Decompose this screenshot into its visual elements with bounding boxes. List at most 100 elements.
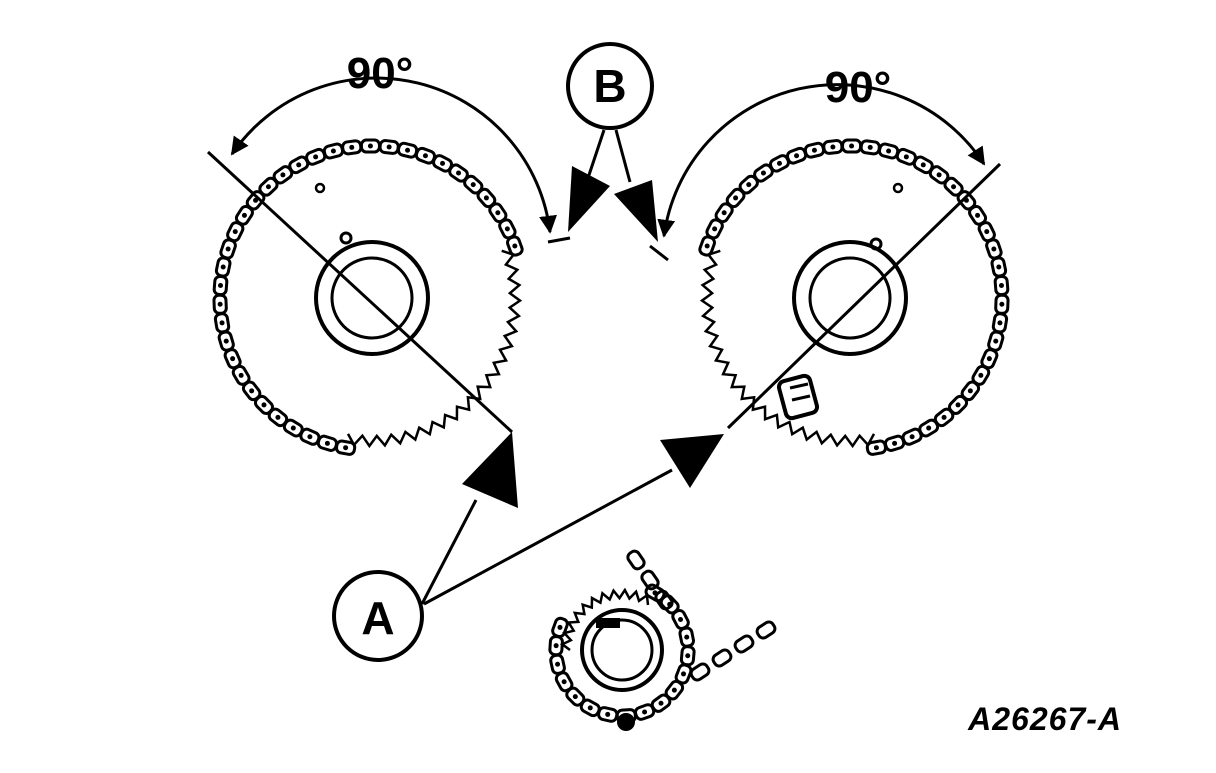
left-chain-mark xyxy=(314,182,326,194)
right-timing-dot xyxy=(869,237,883,251)
right-chain-link-pin xyxy=(849,143,855,149)
callout-a-arrowhead-right xyxy=(660,434,724,488)
right-chain-link-pin xyxy=(941,414,947,420)
right-chain-link-pin xyxy=(873,445,879,451)
left-chain-link-pin xyxy=(349,144,355,150)
right-chain-link-pin xyxy=(936,172,942,178)
left-chain-link-pin xyxy=(405,147,411,153)
left-chain-link-pin xyxy=(217,301,223,307)
right-chain-link-pin xyxy=(984,229,990,235)
right-chain-link-pin xyxy=(704,243,710,249)
right-chain-link-pin xyxy=(996,264,1002,270)
callout-b-leader-left xyxy=(586,129,606,179)
crank-chain-link-pin xyxy=(671,687,677,693)
right-chain-link-pin xyxy=(951,184,957,190)
crank-chain-link-pin xyxy=(681,671,687,677)
left-chain-link-pin xyxy=(512,243,518,249)
callout-a-label: A xyxy=(361,592,394,644)
right-chain-link-pin xyxy=(999,301,1005,307)
right-chain-link-pin xyxy=(975,212,981,218)
left-chain-link-pin xyxy=(280,172,286,178)
left-sprocket-teeth xyxy=(346,249,523,449)
right-chain-link-pin xyxy=(955,402,961,408)
right-sprocket-teeth xyxy=(699,249,876,449)
right-chain-link-pin xyxy=(830,144,836,150)
crank-strand-right-link xyxy=(711,648,733,668)
left-chain-link-pin xyxy=(307,434,313,440)
left-chain-link-pin xyxy=(219,320,225,326)
left-chain-link-pin xyxy=(232,229,238,235)
right-chain-link-pin xyxy=(998,283,1004,289)
crank-chain-link-pin xyxy=(642,709,648,715)
right-chain-link-pin xyxy=(986,356,992,362)
right-angle-label: 90° xyxy=(825,63,892,112)
left-chain-links xyxy=(212,138,524,456)
left-chain-link-pin xyxy=(313,154,319,160)
right-camshaft-sprocket xyxy=(698,138,1010,456)
callout-b-leader-right xyxy=(614,129,632,183)
crankshaft-sprocket xyxy=(548,549,777,731)
crank-keyway xyxy=(596,618,620,628)
crank-strand-right-link xyxy=(689,662,711,682)
crank-strand-left-link xyxy=(640,569,660,591)
left-teeth-profile xyxy=(346,249,523,449)
callout-a-leader-right xyxy=(423,468,673,606)
left-chain-link-pin xyxy=(220,264,226,270)
left-hub-outer xyxy=(314,240,430,356)
left-angle-arc xyxy=(230,76,557,234)
right-chain-link-pin xyxy=(867,144,873,150)
right-angle-arc xyxy=(657,83,986,238)
right-chain-link-pin xyxy=(926,425,932,431)
right-chain-link-pin xyxy=(993,338,999,344)
right-chain-link-pin xyxy=(712,226,718,232)
figure-id: A26267-A xyxy=(967,701,1122,737)
left-chain-link-pin xyxy=(504,226,510,232)
right-chain-link-pin xyxy=(903,154,909,160)
crank-chain-link-pin xyxy=(685,653,691,659)
right-chain-link-pin xyxy=(733,195,739,201)
left-chain-link-pin xyxy=(230,356,236,362)
left-timing-dot xyxy=(339,231,353,245)
left-angle-label: 90° xyxy=(347,49,414,98)
callout-a-circle xyxy=(332,570,424,662)
right-angle-extension xyxy=(649,244,669,262)
crank-chain-link-pin xyxy=(684,634,690,640)
right-chain-mark xyxy=(892,182,904,194)
right-chain-link-pin xyxy=(794,153,800,159)
crank-strand-right-link xyxy=(733,634,755,654)
left-chain-link-pin xyxy=(343,445,349,451)
right-chain-link-pin xyxy=(920,162,926,168)
left-chain-link-pin xyxy=(456,170,462,176)
right-chain-link-pin xyxy=(991,246,997,252)
crank-strand-right-link xyxy=(755,620,777,640)
crankshaft-sprocket-teeth xyxy=(559,587,650,652)
right-chain-link-pin xyxy=(776,160,782,166)
left-chain-link-pin xyxy=(290,425,296,431)
right-chain-link-pin xyxy=(811,147,817,153)
right-sprocket-tab xyxy=(776,373,820,421)
left-chain-link-pin xyxy=(422,153,428,159)
right-tab-slot-1 xyxy=(789,382,809,390)
right-hub-inner xyxy=(808,256,892,340)
left-chain-link-pin xyxy=(225,246,231,252)
right-chain-link-pin xyxy=(909,434,915,440)
crank-strand-left-link xyxy=(654,589,674,611)
crank-chain-link xyxy=(551,616,569,639)
crank-chain-link-pin xyxy=(557,624,563,630)
left-angle-extension xyxy=(547,236,571,244)
left-chain-link-pin xyxy=(386,144,392,150)
left-hub-inner xyxy=(330,256,414,340)
left-chain-link-pin xyxy=(483,195,489,201)
crank-chain-link-pin xyxy=(555,661,561,667)
callout-a-leader-left xyxy=(420,499,478,605)
callout-b-arrowhead-right xyxy=(614,180,658,242)
right-chain-link-pin xyxy=(997,320,1003,326)
crank-hub-outer xyxy=(580,608,664,692)
callout-b-label: B xyxy=(593,60,626,112)
crank-chain-link-pin xyxy=(553,643,559,649)
crank-chain-link-pin xyxy=(658,700,664,706)
left-chain-link-pin xyxy=(440,160,446,166)
crank-timing-mark xyxy=(617,713,635,731)
left-chain-link-pin xyxy=(265,184,271,190)
